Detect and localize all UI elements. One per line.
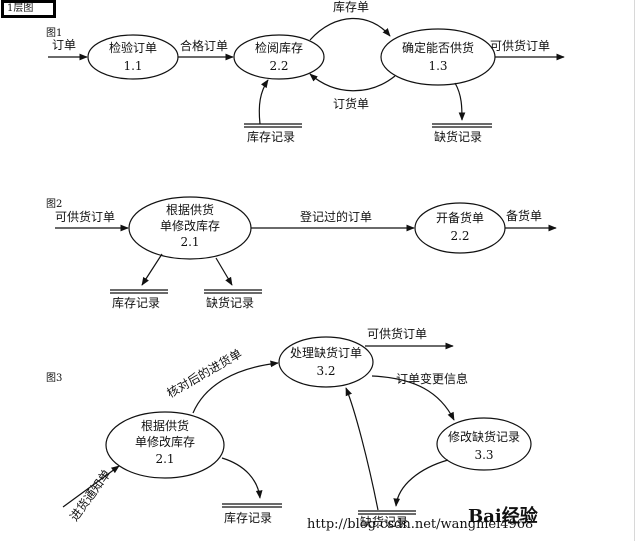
- process-3-2-name: 处理缺货订单: [290, 345, 362, 360]
- figure-2: 图2 根据供货 单修改库存 2.1 开备货单 2.2 可供货订单 登记过的订单 …: [46, 196, 557, 310]
- process-2-1-name-line1: 根据供货: [166, 202, 214, 217]
- figure-3: 图3 处理缺货订单 3.2 修改缺货记录 3.3 根据供货 单修改库存 2.1 …: [46, 326, 532, 529]
- flow-registered-order-label: 登记过的订单: [300, 209, 372, 224]
- process-1-3-id: 1.3: [428, 59, 447, 73]
- page-edge: [634, 0, 635, 541]
- process-2-1-fig3: [105, 411, 225, 479]
- flow-supplyable-order-2-label: 可供货订单: [55, 209, 115, 224]
- watermark-brand: Bai经验: [468, 505, 539, 527]
- store-inventory-record-1: 库存记录: [244, 123, 302, 144]
- flow-purchase-order: [309, 73, 396, 92]
- process-1-3: [380, 28, 496, 86]
- process-3-3-id: 3.3: [474, 448, 493, 462]
- flow-3-3-to-shortage: [393, 459, 449, 507]
- flow-arrival-notice: [62, 465, 120, 508]
- process-2-2-name: 检阅库存: [255, 40, 303, 55]
- flow-inventory-to-2-2: [258, 79, 269, 125]
- process-2-2-id: 2.2: [269, 59, 288, 73]
- store-inventory-record-2-label: 库存记录: [112, 295, 160, 310]
- store-shortage-record-3-label: 缺货记录: [360, 514, 408, 529]
- flow-stock-sheet-label: 库存单: [333, 0, 369, 14]
- store-shortage-record-2: 缺货记录: [204, 289, 262, 310]
- process-3-3: [436, 417, 532, 471]
- store-inventory-record-3-label: 库存记录: [224, 510, 272, 525]
- store-shortage-record-3: 缺货记录: [358, 510, 416, 529]
- figure-1: 图1 检验订单 1.1 检阅库存 2.2 确定能否供货 1.3 订单 合格订单 …: [46, 0, 565, 144]
- process-3-2-id: 3.2: [316, 364, 335, 378]
- figure-1-label: 图1: [46, 27, 62, 39]
- process-1-1-name: 检验订单: [109, 40, 157, 55]
- store-inventory-record-2: 库存记录: [110, 289, 168, 310]
- store-shortage-record-1-label: 缺货记录: [434, 129, 482, 144]
- flow-qualified-order-label: 合格订单: [180, 38, 228, 53]
- flow-shortage-to-3-2: [345, 387, 379, 511]
- flow-picking-list-label: 备货单: [506, 208, 542, 223]
- process-2-1-id: 2.1: [180, 235, 199, 249]
- process-3-3-name: 修改缺货记录: [448, 429, 520, 444]
- flow-stock-sheet: [309, 17, 391, 41]
- store-inventory-record-1-label: 库存记录: [247, 129, 295, 144]
- process-2-1-fig3-name-line2: 单修改库存: [135, 434, 195, 449]
- flow-verified-receipt-label: 核对后的进货单: [164, 346, 244, 401]
- process-2-2b-name: 开备货单: [436, 210, 484, 225]
- process-2-1-fig3-id: 2.1: [155, 452, 174, 466]
- store-shortage-record-2-label: 缺货记录: [206, 295, 254, 310]
- flow-arrival-notice-label: 进货通知单: [66, 466, 113, 523]
- flow-supplyable-order-3-label: 可供货订单: [367, 326, 427, 341]
- process-2-2b-id: 2.2: [450, 229, 469, 243]
- process-1-3-name: 确定能否供货: [402, 40, 474, 55]
- flow-2-1-to-shortage: [215, 257, 233, 286]
- flow-purchase-order-label: 订货单: [333, 96, 369, 111]
- flow-2-1-to-inventory-3: [221, 457, 263, 499]
- process-3-2: [278, 336, 374, 388]
- flow-2-1-to-inventory: [141, 253, 163, 286]
- watermark-url: http://blog.csdn.net/wangmei4968: [307, 517, 533, 532]
- flow-1-3-to-shortage: [454, 82, 466, 121]
- watermark: Bai经验 http://blog.csdn.net/wangmei4968: [307, 505, 539, 532]
- flow-supplyable-order-label: 可供货订单: [490, 38, 550, 53]
- store-shortage-record-1: 缺货记录: [432, 123, 492, 144]
- process-1-1-id: 1.1: [123, 59, 142, 73]
- page-title: 1层图: [1, 0, 56, 18]
- store-inventory-record-3: 库存记录: [222, 503, 282, 525]
- flow-verified-receipt: [192, 360, 279, 414]
- figure-3-label: 图3: [46, 372, 62, 384]
- flow-order-change-info-label: 订单变更信息: [396, 371, 468, 386]
- figure-2-label: 图2: [46, 198, 62, 210]
- flow-order-label: 订单: [52, 38, 76, 52]
- process-2-1-name-line2: 单修改库存: [160, 218, 220, 233]
- process-2-2: [233, 34, 325, 80]
- process-2-1-fig3-name-line1: 根据供货: [141, 418, 189, 433]
- flow-order-change-info: [371, 375, 455, 421]
